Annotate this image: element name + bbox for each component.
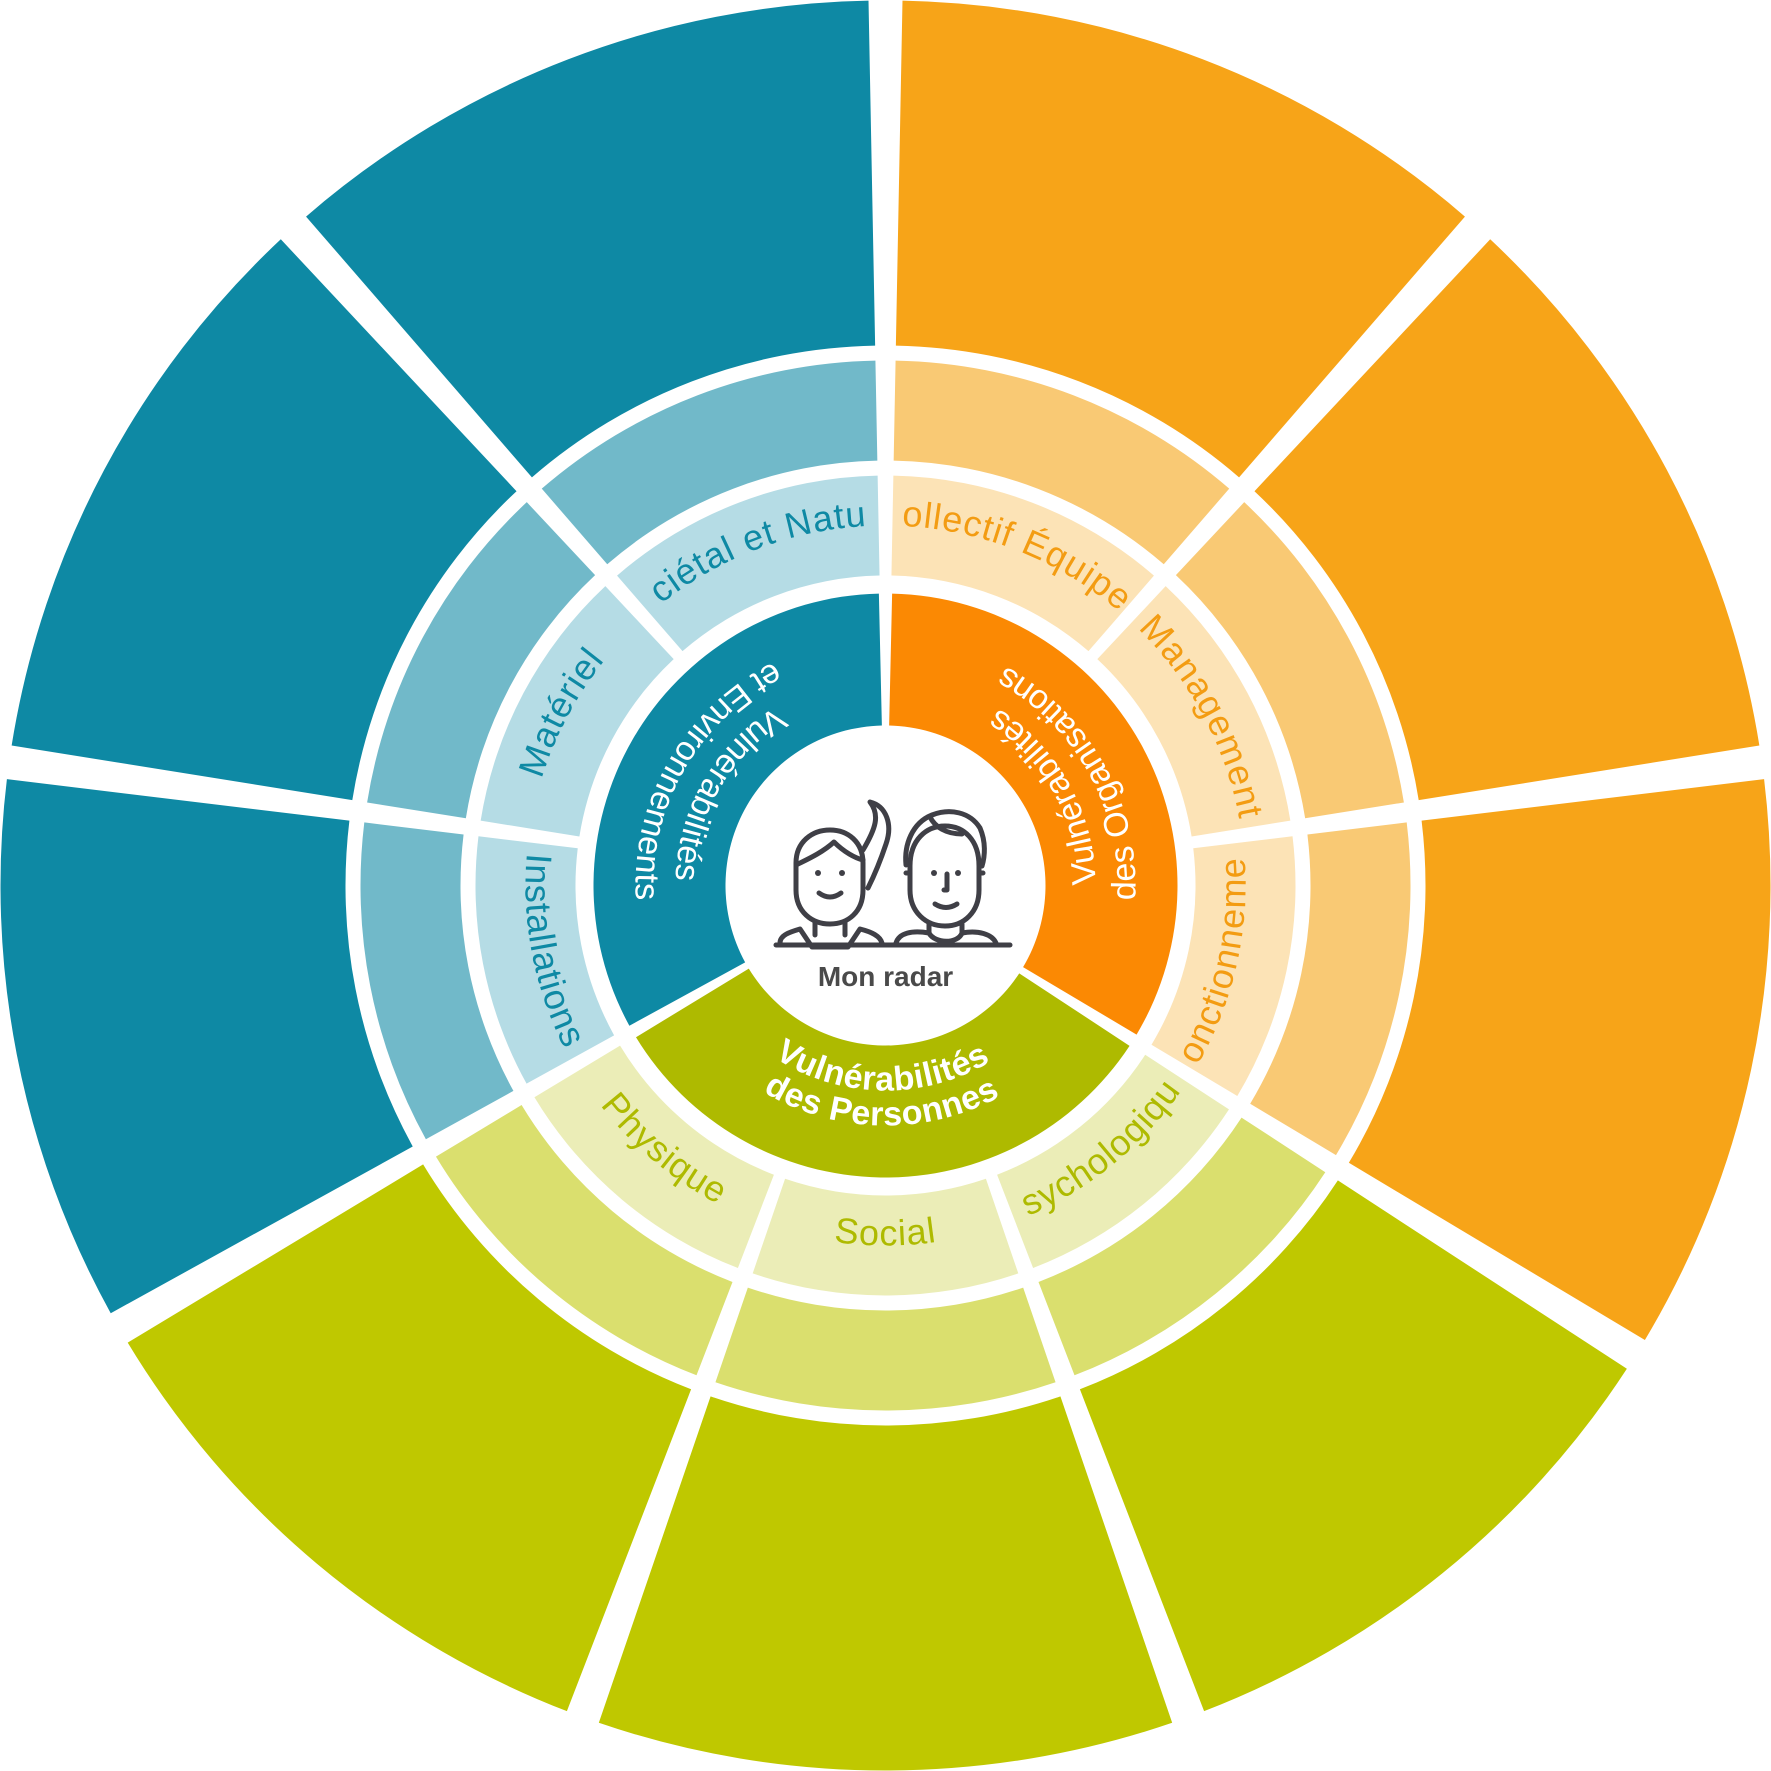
pers-segment-2-ring-middle[interactable] [435,1105,733,1376]
pers-segment-0-ring-inner[interactable] [997,1054,1229,1269]
pers-segment-1-ring-outer[interactable] [598,1396,1173,1771]
pers-segment-0-ring-outer[interactable] [1079,1180,1627,1712]
org-segment-0-ring-middle[interactable] [893,360,1230,565]
center-disc [727,727,1044,1044]
org-segment-0-ring-inner[interactable] [891,475,1154,652]
pers-core-ring[interactable] [635,968,1130,1178]
org-segment-0-ring-outer[interactable] [895,0,1465,478]
category-cores [593,593,1178,1178]
center-caption: Mon radar [818,961,953,992]
pers-segment-1-ring-inner[interactable] [752,1178,1019,1296]
env-core-ring[interactable] [593,593,882,1026]
org-core-ring[interactable] [889,593,1178,1035]
two-people-icon [773,799,1013,950]
env-segment-0-ring-middle[interactable] [360,822,514,1140]
org-segment-2-ring-inner[interactable] [1151,836,1296,1097]
org-segment-2-ring-outer[interactable] [1348,779,1771,1340]
env-segment-1-ring-outer[interactable] [11,239,517,801]
env-segment-0-ring-outer[interactable] [0,779,413,1314]
env-segment-2-ring-outer[interactable] [306,0,876,478]
env-segment-2-ring-middle[interactable] [541,360,878,565]
pers-segment-2-ring-inner[interactable] [534,1045,774,1269]
pers-segment-0-ring-middle[interactable] [1038,1117,1326,1376]
org-segment-1-ring-inner[interactable] [1097,586,1291,837]
env-segment-1-ring-inner[interactable] [480,586,674,837]
env-segment-2-ring-inner[interactable] [617,475,880,652]
pers-segment-2-ring-outer[interactable] [127,1164,692,1712]
pers-sublabel-1: Social [833,1209,939,1254]
pers-segment-1-ring-middle[interactable] [715,1287,1056,1411]
org-segment-1-ring-middle[interactable] [1175,502,1404,819]
org-segment-1-ring-outer[interactable] [1254,239,1760,801]
org-segment-2-ring-middle[interactable] [1250,822,1411,1156]
env-segment-1-ring-middle[interactable] [367,502,596,819]
env-segment-0-ring-inner[interactable] [475,836,615,1084]
